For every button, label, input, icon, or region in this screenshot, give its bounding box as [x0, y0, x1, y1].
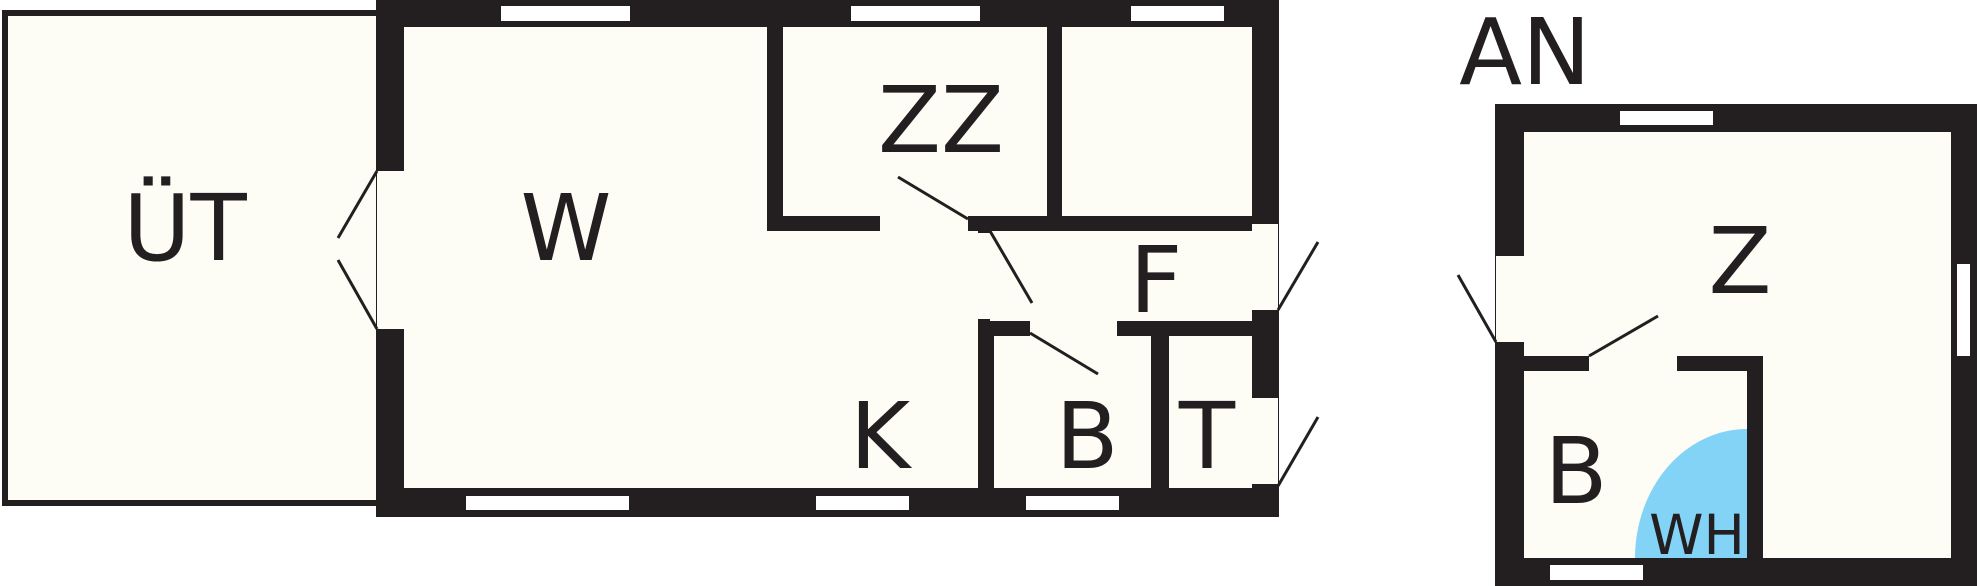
bedroom-floor — [783, 27, 1047, 216]
main-unit: ÜT W ZZ F K B T — [2, 0, 1320, 517]
annex-window — [1957, 264, 1970, 356]
room-label-sleeping: ZZ — [878, 67, 1004, 174]
side-room-floor — [1062, 27, 1252, 216]
room-label-kitchen: K — [850, 383, 913, 490]
room-label-bathroom: B — [1055, 383, 1118, 490]
door-leaf — [988, 230, 1034, 304]
main-door-openings — [377, 171, 1278, 484]
annex-bathroom-label: B — [1544, 418, 1607, 525]
door-leaf — [336, 170, 379, 239]
annex-room-label: Z — [1708, 208, 1771, 315]
door-leaf — [1276, 416, 1320, 487]
window — [851, 6, 980, 21]
room-label-terrace: ÜT — [123, 175, 247, 282]
window — [501, 6, 630, 21]
bedroom-door-opening — [880, 216, 968, 231]
terrace-door-opening — [377, 171, 404, 329]
water-heater-label: WH — [1649, 503, 1745, 567]
window — [466, 496, 629, 510]
window — [1131, 6, 1224, 21]
door-leaf — [1456, 274, 1498, 343]
main-door-swings — [336, 170, 1320, 487]
living-kitchen-floor — [404, 27, 978, 488]
door-leaf — [1276, 241, 1320, 311]
annex-room-floor — [1524, 132, 1951, 558]
door-leaf — [897, 175, 969, 221]
annex-window — [1620, 111, 1713, 125]
hallway-door-opening — [978, 233, 990, 319]
annex-title: AN — [1459, 0, 1591, 106]
door-leaf — [1588, 314, 1659, 358]
entrance-door-opening — [1252, 224, 1278, 310]
toilet-door-opening — [1252, 398, 1278, 484]
toilet-floor — [1169, 336, 1252, 488]
window — [1026, 496, 1119, 510]
room-label-living: W — [521, 175, 612, 282]
annex-window — [1550, 565, 1643, 580]
annex-bathroom-door-opening — [1589, 356, 1677, 371]
annex-unit: AN Z B WH — [1456, 0, 1977, 586]
room-label-hallway: F — [1130, 227, 1183, 334]
hallway-floor — [990, 231, 1252, 321]
annex-door-swings — [1456, 274, 1659, 358]
window — [816, 496, 909, 510]
door-leaf — [336, 259, 379, 330]
bathroom-door-opening — [1030, 321, 1117, 336]
main-windows — [466, 6, 1224, 510]
terrace-area — [2, 10, 384, 506]
room-label-toilet: T — [1178, 383, 1236, 490]
water-heater — [1635, 429, 1747, 558]
annex-entrance-opening — [1496, 256, 1524, 342]
bathroom-floor — [994, 336, 1151, 488]
door-leaf — [1029, 331, 1099, 376]
